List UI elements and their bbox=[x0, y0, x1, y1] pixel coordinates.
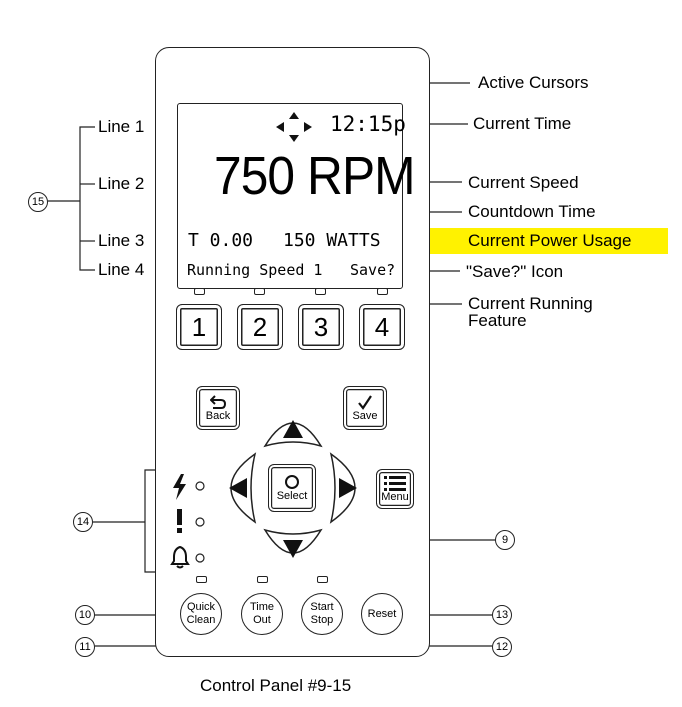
reset-button[interactable]: Reset bbox=[361, 593, 403, 635]
label-active-cursors: Active Cursors bbox=[478, 73, 589, 92]
led-time-out bbox=[257, 576, 268, 583]
callout-14: 14 bbox=[73, 512, 93, 532]
checkmark-icon bbox=[358, 395, 372, 410]
menu-label: Menu bbox=[381, 491, 409, 503]
led-start-stop bbox=[317, 576, 328, 583]
menu-button[interactable]: Menu bbox=[376, 469, 414, 509]
lcd-save-icon: Save? bbox=[350, 261, 396, 279]
led-alert-status bbox=[195, 517, 205, 527]
start-stop-label-2: Stop bbox=[310, 614, 334, 626]
back-arrow-icon bbox=[210, 395, 226, 409]
speed-button-1[interactable]: 1 bbox=[176, 304, 222, 350]
figure-caption: Control Panel #9-15 bbox=[200, 676, 352, 695]
label-current-running-feature: Current Running Feature bbox=[468, 295, 593, 329]
led-3 bbox=[315, 288, 326, 295]
speed-button-3[interactable]: 3 bbox=[298, 304, 344, 350]
callout-15: 15 bbox=[28, 192, 48, 212]
time-out-label-2: Out bbox=[253, 614, 271, 626]
start-stop-label-1: Start bbox=[310, 601, 334, 613]
speed-button-2[interactable]: 2 bbox=[237, 304, 283, 350]
four-way-arrows-icon bbox=[276, 112, 312, 142]
select-button[interactable]: Select bbox=[268, 464, 316, 512]
led-4 bbox=[377, 288, 388, 295]
callout-10: 10 bbox=[75, 605, 95, 625]
status-leds bbox=[195, 481, 205, 563]
led-power-status bbox=[195, 481, 205, 491]
label-current-time: Current Time bbox=[473, 114, 572, 133]
quick-clean-label-1: Quick bbox=[186, 601, 216, 613]
time-out-label-1: Time bbox=[249, 601, 275, 613]
up-triangle-icon bbox=[283, 420, 303, 438]
dpad bbox=[229, 420, 357, 558]
label-running-feature-line2: Feature bbox=[468, 311, 527, 330]
bell-icon bbox=[170, 545, 190, 569]
quick-clean-label-2: Clean bbox=[186, 614, 216, 626]
exclamation-icon bbox=[177, 509, 182, 533]
lcd-power: 150 WATTS bbox=[283, 230, 381, 251]
right-triangle-icon bbox=[339, 478, 357, 498]
label-running-feature-line1: Current Running bbox=[468, 294, 593, 313]
label-countdown-time: Countdown Time bbox=[468, 202, 596, 221]
lcd-running-feature: Running Speed 1 bbox=[187, 261, 323, 279]
led-quick-clean bbox=[196, 576, 207, 583]
led-2 bbox=[254, 288, 265, 295]
callout-11: 11 bbox=[75, 637, 95, 657]
lcd-screen bbox=[177, 103, 403, 289]
circle-icon bbox=[285, 475, 299, 489]
lcd-time: 12:15p bbox=[330, 112, 406, 136]
lcd-speed: 750 RPM bbox=[214, 146, 416, 206]
label-line-4: Line 4 bbox=[98, 260, 145, 279]
led-warning-status bbox=[195, 553, 205, 563]
label-current-speed: Current Speed bbox=[468, 173, 579, 192]
back-label: Back bbox=[205, 410, 231, 422]
callout-13: 13 bbox=[492, 605, 512, 625]
menu-lines-icon bbox=[384, 476, 406, 491]
label-current-power-usage: Current Power Usage bbox=[468, 231, 632, 250]
left-triangle-icon bbox=[229, 478, 247, 498]
label-line-3: Line 3 bbox=[98, 231, 145, 250]
down-triangle-icon bbox=[283, 540, 303, 558]
save-label: Save bbox=[352, 410, 378, 422]
speed-button-4[interactable]: 4 bbox=[359, 304, 405, 350]
save-button[interactable]: Save bbox=[343, 386, 387, 430]
select-label: Select bbox=[276, 490, 308, 502]
back-button[interactable]: Back bbox=[196, 386, 240, 430]
lightning-icon bbox=[173, 474, 186, 500]
label-line-1: Line 1 bbox=[98, 117, 145, 136]
led-1 bbox=[194, 288, 205, 295]
label-save-icon: "Save?" Icon bbox=[466, 262, 564, 281]
lcd-countdown: T 0.00 bbox=[188, 230, 254, 251]
label-line-2: Line 2 bbox=[98, 174, 145, 193]
callout-9: 9 bbox=[495, 530, 515, 550]
callout-12: 12 bbox=[492, 637, 512, 657]
